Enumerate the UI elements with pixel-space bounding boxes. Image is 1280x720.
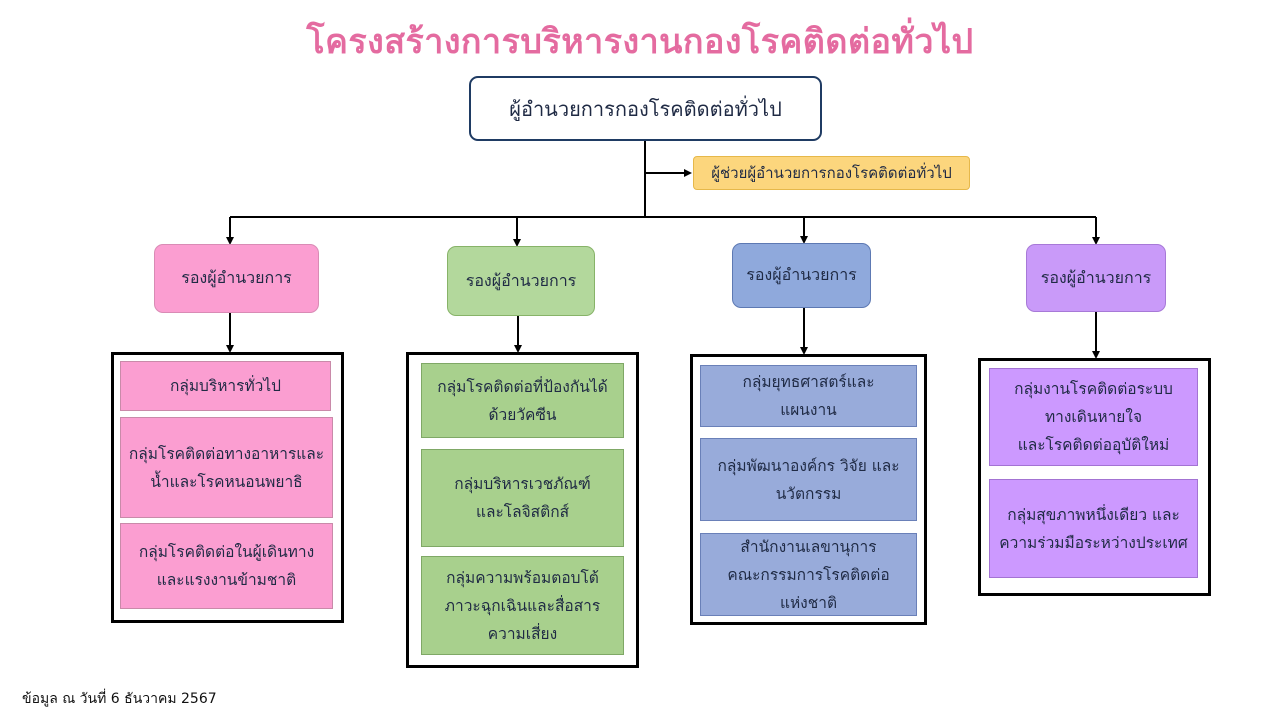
deputy-box-2: รองผู้อำนวยการ [447,246,595,316]
director-box: ผู้อำนวยการกองโรคติดต่อทั่วไป [469,76,822,141]
unit-3-3: สำนักงานเลขานุการ คณะกรรมการโรคติดต่อ แห… [700,533,917,616]
unit-2-2: กลุ่มบริหารเวชภัณฑ์ และโลจิสติกส์ [421,449,624,547]
unit-2-1: กลุ่มโรคติดต่อที่ป้องกันได้ ด้วยวัคซีน [421,363,624,438]
deputy-box-4: รองผู้อำนวยการ [1026,244,1166,312]
deputy-box-1: รองผู้อำนวยการ [154,244,319,313]
unit-4-2: กลุ่มสุขภาพหนึ่งเดียว และ ความร่วมมือระห… [989,479,1198,578]
unit-1-1: กลุ่มบริหารทั่วไป [120,361,331,411]
unit-3-1: กลุ่มยุทธศาสตร์และ แผนงาน [700,365,917,427]
unit-3-2: กลุ่มพัฒนาองค์กร วิจัย และ นวัตกรรม [700,438,917,521]
page-title: โครงสร้างการบริหารงานกองโรคติดต่อทั่วไป [306,22,974,62]
unit-1-3: กลุ่มโรคติดต่อในผู้เดินทาง และแรงงานข้าม… [120,523,333,609]
unit-1-2: กลุ่มโรคติดต่อทางอาหารและ น้ำและโรคหนอนพ… [120,417,333,518]
unit-4-1: กลุ่มงานโรคติดต่อระบบ ทางเดินหายใจ และโร… [989,368,1198,466]
assistant-director-box: ผู้ช่วยผู้อำนวยการกองโรคติดต่อทั่วไป [693,156,970,190]
deputy-box-3: รองผู้อำนวยการ [732,243,871,308]
unit-2-3: กลุ่มความพร้อมตอบโต้ ภาวะฉุกเฉินและสื่อส… [421,556,624,655]
data-as-of-note: ข้อมูล ณ วันที่ 6 ธันวาคม 2567 [22,691,217,707]
